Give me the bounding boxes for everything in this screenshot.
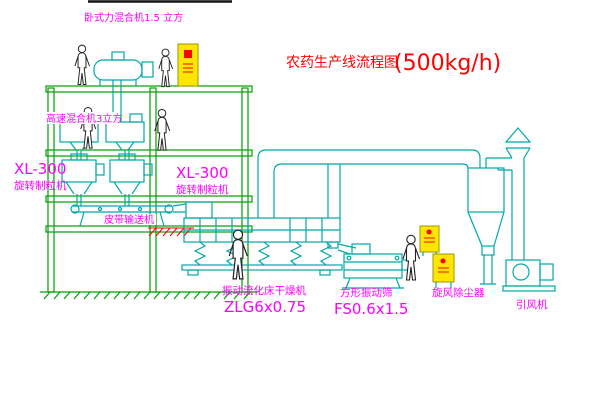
vibrating-screen [342,243,410,289]
worker-figure [158,48,174,88]
label-granulator-right-model: XL-300 [176,164,228,182]
label-granulator-left-model: XL-300 [14,160,66,178]
label-dryer-model: ZLG6x0.75 [224,298,306,316]
dryer-base [181,264,343,271]
spring-support [193,241,207,266]
exhaust-stack [504,127,532,260]
label-granulator-right-name: 旋转制粒机 [176,183,229,196]
spring-support [257,241,271,266]
spring-support [319,241,333,266]
cyclone-separator [467,157,512,285]
dryer-inlet-hood [185,201,213,219]
label-horizontal-mixer: 卧式力混合机1.5 立方 [84,11,183,24]
label-screen-name: 方形振动筛 [340,286,393,299]
control-cabinet-top [177,43,199,87]
building-structure [40,85,258,300]
worker-figure [74,44,90,85]
drawing-title: 农药生产线流程图 (500kg/h) [286,51,501,76]
rain-cap-cone [504,127,532,143]
label-belt-conveyor: 皮带输送机 [104,213,154,226]
exhaust-duct [257,149,481,218]
screen-inlet [351,243,371,255]
dryer-second-riser [327,164,341,218]
spring-support [289,241,303,266]
title-capacity: (500kg/h) [394,51,501,76]
label-cyclone: 旋风除尘器 [432,286,485,299]
fan-motor [539,263,554,281]
dryer-outlet [327,241,339,249]
label-fan: 引风机 [516,298,548,311]
fan-base [502,285,556,292]
high-speed-mixer-right [105,113,145,160]
label-screen-model: FS0.6x1.5 [334,300,408,318]
screen-body [343,253,403,279]
conveyor-discharge-chute [172,203,187,213]
granulator-right [109,153,153,206]
fluid-bed-dryer [181,201,357,276]
cyclone-outlet-pipe [485,157,512,171]
red-floor-hatch [148,227,194,237]
ground-hatch [43,291,251,300]
induced-draft-fan [502,259,556,292]
control-cabinet-middle [419,225,440,256]
rain-cap-skirt [505,147,531,159]
belt-conveyor [70,203,187,227]
dryer-flanges [199,218,323,242]
horizontal-mixer [93,51,154,122]
label-dryer-name: 振动流化床干燥机 [222,284,306,297]
granulator-left [61,153,105,206]
control-cabinet-right [432,253,455,288]
title-name: 农药生产线流程图 [286,55,398,71]
worker-figure [154,108,171,151]
label-granulator-left-name: 旋转制粒机 [14,179,67,192]
worker-figure [402,234,421,281]
equipment-labels: 卧式力混合机1.5 立方 高速混合机3立方 XL-300 旋转制粒机 XL-30… [14,11,548,318]
label-high-speed-mixer: 高速混合机3立方 [46,112,122,125]
